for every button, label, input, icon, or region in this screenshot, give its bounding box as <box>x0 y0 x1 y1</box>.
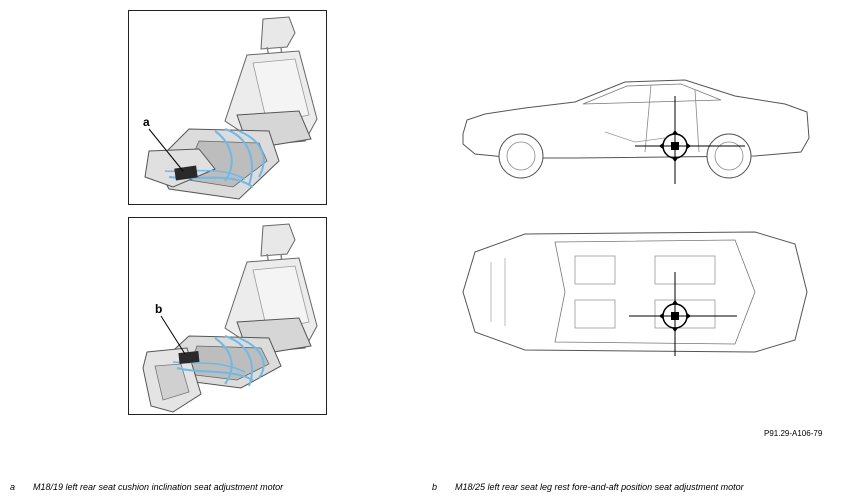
callout-b: b <box>155 302 163 316</box>
legend-b-text: M18/25 left rear seat leg rest fore-and-… <box>455 482 744 492</box>
car-top-view <box>462 231 808 356</box>
seat-a-drawing <box>144 16 318 200</box>
figure-id: P91.29-A106-79 <box>764 429 823 438</box>
seat-b-drawing <box>142 223 318 413</box>
legend-b-letter: b <box>432 482 438 492</box>
legend-a-letter: a <box>10 482 16 492</box>
car-side-view <box>462 79 810 184</box>
callout-a: a <box>143 115 150 129</box>
seat-illustration-panel-a: a <box>128 10 327 205</box>
seat-illustration-panel-b: b <box>128 217 327 415</box>
legend-a-text: M18/19 left rear seat cushion inclinatio… <box>33 482 284 492</box>
